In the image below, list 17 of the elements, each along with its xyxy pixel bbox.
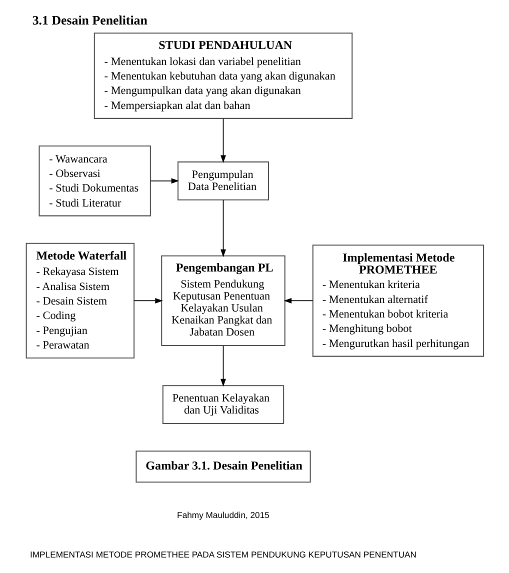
node-box: Pengembangan PL Sistem Pendukung Keputusan Penentuan Kelayakan Usulan Kenaikan Pangkat dan Jabatan Dosen: [161, 255, 286, 346]
arrow: [150, 178, 180, 184]
node-box: Penentuan Kelayakan dan Uji Validitas: [162, 385, 284, 424]
arrow: [220, 118, 226, 164]
node-box: Gambar 3.1. Desain Penelitian: [136, 450, 311, 483]
node-box: Metode Waterfall - Rekayasa Sistem - Analisa Sistem - Desain Sistem - Coding - Pengujian - Perawatan: [26, 242, 135, 359]
label: IMPLEMENTASI METODE PROMETHEE PADA SISTEM PENDUKUNG KEPUTUSAN PENENTUAN: [30, 550, 417, 560]
arrow: [220, 200, 226, 258]
diagram-title: 3.1 Desain Penelitian: [32, 12, 148, 28]
node-box: STUDI PENDAHULUAN - Menentukan lokasi dan variabel penelitian - Menentukan kebutuhan data yang akan digunakan - Mengumpulkan data yang akan digunakan - Mempersiapkan alat dan bahan: [94, 32, 353, 119]
label: Fahmy Mauluddin, 2015: [177, 510, 270, 520]
node-box: - Wawancara - Observasi - Studi Dokumentas - Studi Literatur: [38, 146, 151, 216]
arrow: [220, 345, 226, 387]
node-box: Implementasi Metode PROMETHEE - Menentukan kriteria - Menentukan alternatif - Menentukan bobot kriteria - Menghitung bobot - Mengurutkan hasil perhitungan: [312, 244, 484, 357]
node-box: Pengumpulan Data Penelitian: [177, 161, 270, 200]
arrow: [134, 298, 163, 304]
arrow: [284, 298, 314, 304]
